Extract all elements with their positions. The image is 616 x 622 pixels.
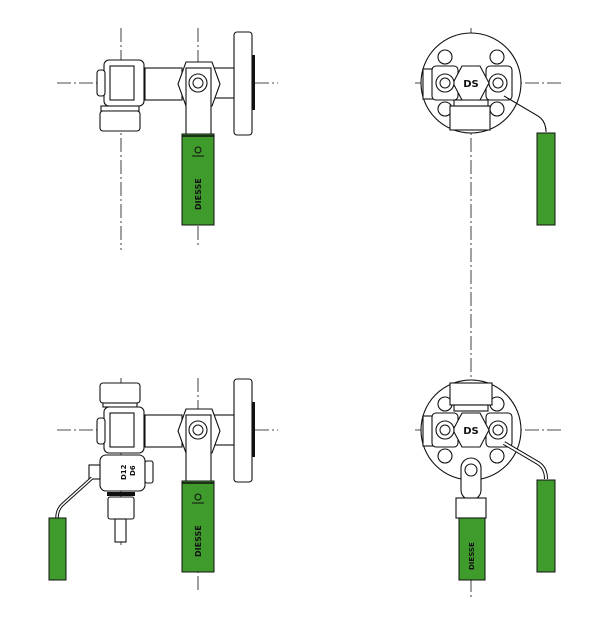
port-left: [435, 73, 455, 93]
outlet-nut: [107, 496, 135, 520]
flange: [233, 31, 253, 136]
stem-nut: [188, 73, 208, 93]
stem-nut: [188, 420, 208, 440]
lower-nut: [455, 497, 487, 519]
top-nut: [99, 382, 141, 404]
nut-washer: [100, 105, 140, 112]
bolt-hole: [437, 448, 453, 464]
view-side-top: DIESSE: [57, 28, 278, 250]
side-fitting-inner: [109, 412, 135, 448]
hex-mark: DS: [463, 426, 479, 437]
handle-green[interactable]: [536, 479, 556, 573]
flange: [233, 378, 253, 483]
port-right: [488, 420, 508, 440]
connecting-tube: [144, 67, 183, 101]
handle-green[interactable]: [536, 132, 556, 226]
lower-body-cap: [144, 460, 154, 484]
view-front-top: DS: [415, 28, 562, 600]
bolt-hole: [437, 49, 453, 65]
connecting-tube: [144, 414, 183, 448]
port-right-bore: [492, 77, 504, 89]
hex-mark: DS: [463, 79, 479, 90]
brand-label: DIESSE: [194, 525, 203, 557]
side-fitting-cap: [96, 417, 106, 445]
bolt-hole: [489, 101, 505, 117]
lever-wire-inner: [503, 442, 547, 480]
port-right: [488, 73, 508, 93]
port-left-bore: [439, 424, 451, 436]
stem-bore: [192, 424, 204, 436]
nut-washer: [102, 402, 138, 408]
nut-washer: [107, 492, 135, 496]
flange-gasket: [252, 55, 255, 110]
brand-label: DIESSE: [468, 542, 476, 570]
side-fitting-cap: [96, 69, 106, 97]
port-right-bore: [492, 424, 504, 436]
port-left-bore: [439, 77, 451, 89]
top-nut: [449, 382, 493, 406]
handle-green[interactable]: [181, 133, 215, 226]
brand-label: DIESSE: [194, 178, 203, 210]
bottom-nut: [449, 105, 491, 131]
size-label-a: D12: [120, 464, 128, 480]
outlet-tube: [114, 518, 127, 543]
bolt-hole: [489, 448, 505, 464]
nut-washer: [453, 404, 489, 412]
bolt-hole: [489, 49, 505, 65]
open-close-symbol-icon: [194, 146, 202, 154]
view-front-bottom: DS DIESSE: [415, 379, 562, 581]
port-left: [435, 420, 455, 440]
side-fitting-inner: [109, 65, 135, 101]
view-side-bottom: D12 D6 DIESSE: [48, 378, 278, 590]
lever-wire-inner: [503, 95, 547, 133]
open-close-symbol-icon: [194, 493, 202, 501]
lever-wire-inner: [56, 477, 93, 519]
fitting-nut: [99, 110, 141, 132]
stem-bore: [192, 77, 204, 89]
flange-gasket: [252, 402, 255, 457]
handle-green[interactable]: [181, 480, 215, 573]
nut-washer: [453, 99, 489, 107]
lever-wire: [55, 476, 94, 519]
handle-green-small[interactable]: [48, 517, 67, 581]
lever-pivot: [88, 464, 101, 480]
size-label-b: D6: [129, 465, 137, 476]
lever-pivot: [464, 463, 478, 477]
handle-green-lower[interactable]: [458, 517, 486, 581]
